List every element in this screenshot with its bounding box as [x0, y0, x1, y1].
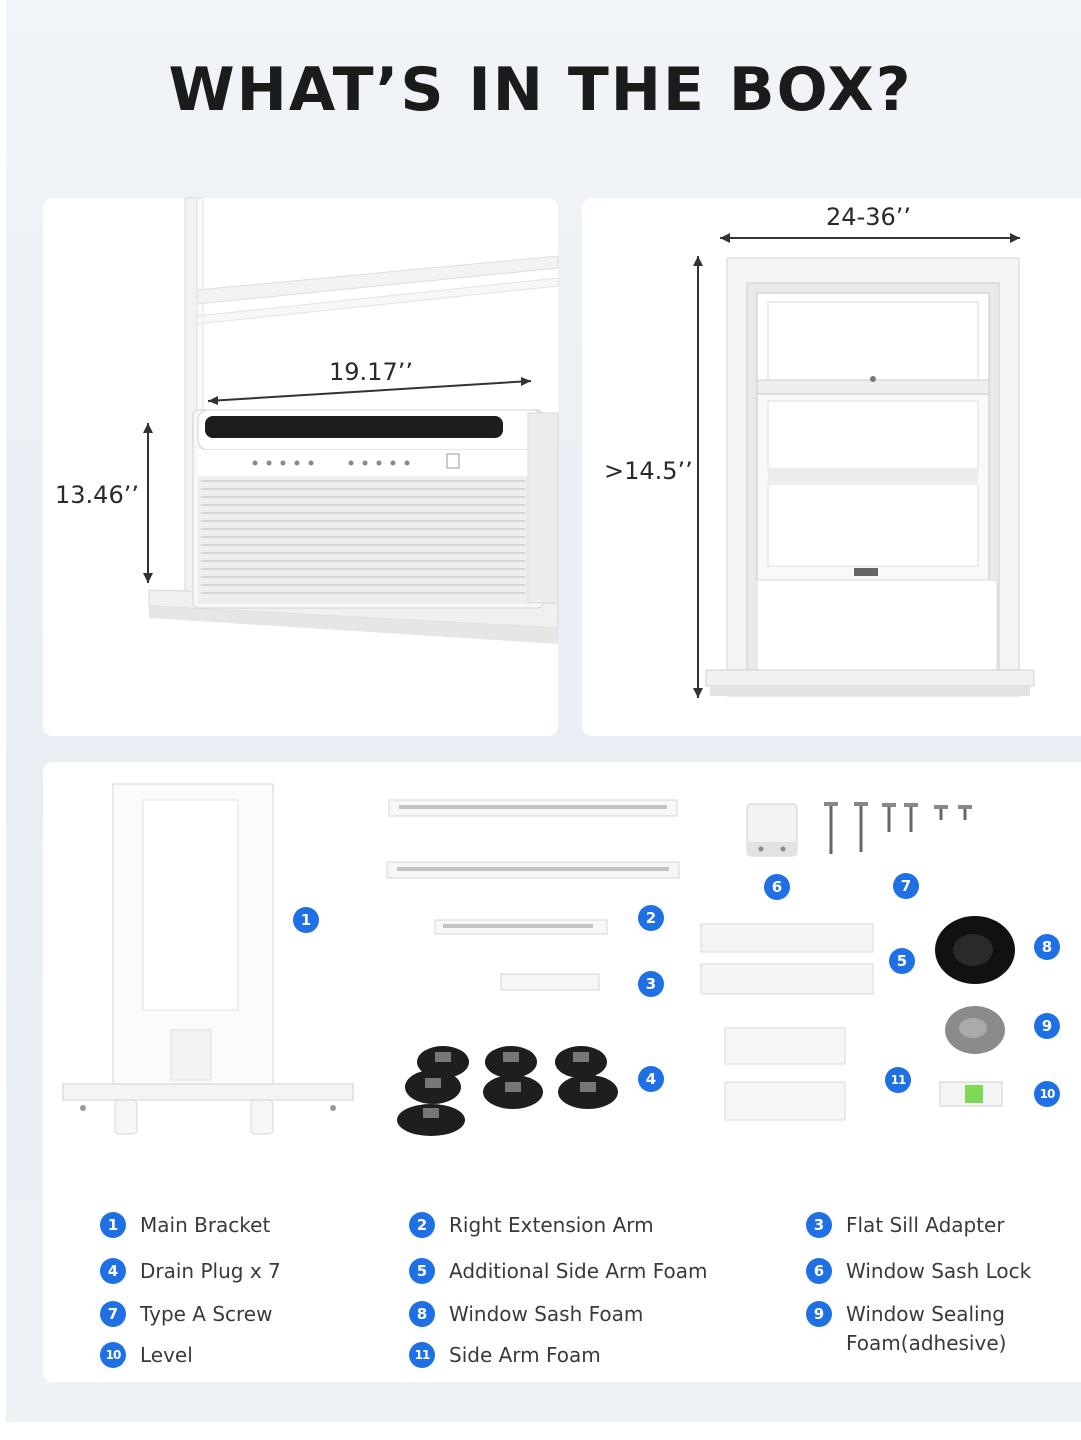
- side-arm-foam-image-2: [724, 1027, 846, 1121]
- air-conditioner-image: [143, 197, 559, 644]
- legend-item-6: 6 Window Sash Lock: [806, 1258, 1031, 1286]
- legend-item-4: 4 Drain Plug x 7: [100, 1258, 281, 1286]
- legend-item-7: 7 Type A Screw: [100, 1301, 272, 1329]
- legend-item-10: 10 Level: [100, 1342, 193, 1370]
- level-image: [939, 1081, 1003, 1107]
- ac-dimensions-panel: 19.17’’ 13.46’’: [43, 197, 559, 736]
- screw-icon: [824, 802, 972, 854]
- side-arm-foam-image: [700, 923, 874, 995]
- sill-adapter-image: [500, 973, 600, 991]
- ac-control-buttons: [252, 453, 460, 469]
- unit-width-label: 19.17’’: [329, 358, 413, 386]
- legend-item-1: 1 Main Bracket: [100, 1212, 270, 1240]
- window-dimensions-panel: 24-36’’ >14.5’’: [582, 198, 1081, 736]
- legend-item-5: 5 Additional Side Arm Foam: [409, 1258, 708, 1286]
- legend-item-11: 11 Side Arm Foam: [409, 1342, 601, 1370]
- extension-arms-image: [386, 799, 680, 935]
- window-width-label: 24-36’’: [826, 203, 911, 231]
- sealing-foam-image: [945, 1006, 1005, 1054]
- ac-grille: [201, 480, 525, 594]
- part-badge-3: 3: [638, 971, 664, 997]
- part-badge-10: 10: [1034, 1081, 1060, 1107]
- legend-item-8: 8 Window Sash Foam: [409, 1301, 643, 1329]
- parts-panel: 1 2 3 4 5 6 7 8 9 10 11 1 Main Bracket 2…: [43, 762, 1081, 1382]
- part-badge-9: 9: [1034, 1013, 1060, 1039]
- part-badge-1: 1: [293, 907, 319, 933]
- legend-item-9: 9 Window Sealing Foam(adhesive): [806, 1301, 1046, 1358]
- part-badge-4: 4: [638, 1066, 664, 1092]
- part-badge-5: 5: [889, 948, 915, 974]
- part-badge-8: 8: [1034, 934, 1060, 960]
- legend-item-2: 2 Right Extension Arm: [409, 1212, 654, 1240]
- part-badge-7: 7: [893, 873, 919, 899]
- legend-item-3: 3 Flat Sill Adapter: [806, 1212, 1005, 1240]
- window-image: [693, 233, 1035, 698]
- part-badge-2: 2: [638, 905, 664, 931]
- sash-lock-image: [746, 803, 798, 857]
- drain-plugs-image: [397, 1046, 618, 1136]
- window-height-label: >14.5’’: [604, 457, 693, 485]
- unit-height-label: 13.46’’: [55, 481, 139, 509]
- parts-illustration: [62, 783, 1015, 1136]
- part-badge-11: 11: [885, 1067, 911, 1093]
- page-title: WHAT’S IN THE BOX?: [168, 55, 913, 125]
- foam-roll-image: [935, 916, 1015, 984]
- bracket-image: [62, 783, 354, 1135]
- part-badge-6: 6: [764, 874, 790, 900]
